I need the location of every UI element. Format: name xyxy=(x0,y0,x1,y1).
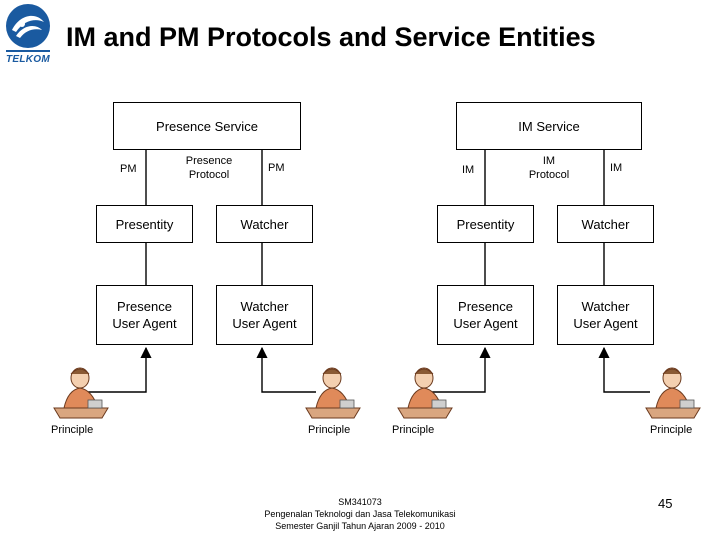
footer: SM341073 Pengenalan Teknologi dan Jasa T… xyxy=(220,496,500,532)
presence-user-agent-box-2: Presence User Agent xyxy=(437,285,534,345)
pm-right-label: PM xyxy=(268,162,285,174)
page-number: 45 xyxy=(658,496,673,511)
person-at-desk-icon-1 xyxy=(53,367,109,419)
telkom-logo xyxy=(6,4,50,52)
logo-text: TELKOM xyxy=(5,54,51,65)
pm-left-label: PM xyxy=(120,163,137,175)
watcher-label-2: Watcher xyxy=(581,216,630,232)
person-at-desk-icon-4 xyxy=(645,367,701,419)
im-protocol-label: IM Protocol xyxy=(516,154,582,182)
principle-label-2: Principle xyxy=(308,424,351,436)
footer-course-name: Pengenalan Teknologi dan Jasa Telekomuni… xyxy=(264,509,456,519)
presentity-label-2: Presentity xyxy=(456,216,515,232)
watcher-box-1: Watcher xyxy=(216,205,313,243)
presence-ua-2-line1: Presence xyxy=(458,299,513,314)
principle-label-4: Principle xyxy=(650,424,693,436)
presence-ua-2-line2: User Agent xyxy=(453,316,518,331)
presentity-box-1: Presentity xyxy=(96,205,193,243)
presentity-box-2: Presentity xyxy=(437,205,534,243)
im-protocol-line2: Protocol xyxy=(528,169,570,181)
presence-ua-1-line1: Presence xyxy=(117,299,172,314)
presence-service-label: Presence Service xyxy=(156,118,258,134)
watcher-ua-1-line1: Watcher xyxy=(240,299,289,314)
presence-protocol-label: Presence Protocol xyxy=(176,154,242,182)
presence-user-agent-box-1: Presence User Agent xyxy=(96,285,193,345)
im-protocol-line1: IM xyxy=(542,155,556,167)
watcher-ua-2-line2: User Agent xyxy=(573,316,638,331)
im-service-box: IM Service xyxy=(456,102,642,150)
presence-service-box: Presence Service xyxy=(113,102,301,150)
page-title: IM and PM Protocols and Service Entities xyxy=(66,22,596,52)
watcher-user-agent-box-2: Watcher User Agent xyxy=(557,285,654,345)
watcher-box-2: Watcher xyxy=(557,205,654,243)
principle-label-1: Principle xyxy=(51,424,94,436)
person-at-desk-icon-2 xyxy=(305,367,361,419)
watcher-label-1: Watcher xyxy=(240,216,289,232)
im-left-label: IM xyxy=(462,164,475,176)
watcher-user-agent-box-1: Watcher User Agent xyxy=(216,285,313,345)
watcher-ua-2-line1: Watcher xyxy=(581,299,630,314)
footer-course-code: SM341073 xyxy=(338,497,382,507)
presence-protocol-line2: Protocol xyxy=(188,169,230,181)
im-right-label: IM xyxy=(610,162,623,174)
footer-semester: Semester Ganjil Tahun Ajaran 2009 - 2010 xyxy=(275,521,445,531)
presence-protocol-line1: Presence xyxy=(185,155,233,167)
principle-label-3: Principle xyxy=(392,424,435,436)
person-at-desk-icon-3 xyxy=(397,367,453,419)
presence-ua-1-line2: User Agent xyxy=(112,316,177,331)
watcher-ua-1-line2: User Agent xyxy=(232,316,297,331)
presentity-label-1: Presentity xyxy=(115,216,174,232)
im-service-label: IM Service xyxy=(518,118,580,134)
